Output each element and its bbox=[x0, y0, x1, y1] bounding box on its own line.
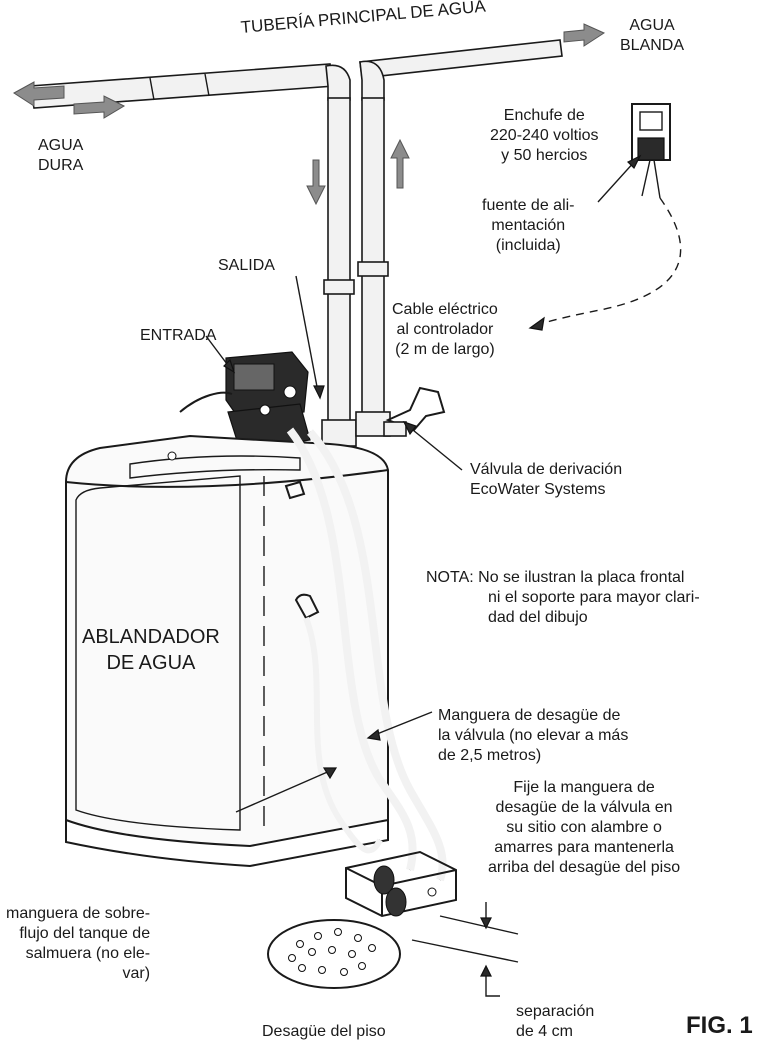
power-cable bbox=[533, 197, 682, 327]
down-flow-arrow bbox=[306, 159, 326, 206]
bypass-valve bbox=[383, 386, 446, 437]
leader-lines bbox=[205, 275, 463, 813]
power-supply-label: fuente de ali-mentación(incluida) bbox=[482, 197, 575, 254]
main-water-pipe bbox=[29, 39, 563, 109]
soft-water-arrow bbox=[563, 23, 606, 47]
hoses bbox=[286, 427, 447, 882]
floor-drain-label: Desagüe del piso bbox=[262, 1023, 386, 1040]
wall-outlet bbox=[631, 103, 671, 199]
inlet-label: ENTRADA bbox=[140, 327, 217, 344]
outlet-label: SALIDA bbox=[218, 257, 275, 274]
softener-tank bbox=[65, 434, 389, 868]
figure-label: FIG. 1 bbox=[686, 1012, 753, 1039]
overflow-fitting bbox=[294, 593, 320, 620]
note-label: NOTA: No se ilustran la placa frontal ni… bbox=[426, 569, 700, 626]
hose-support-block bbox=[345, 850, 457, 918]
up-flow-arrow bbox=[390, 138, 410, 189]
floor-drain bbox=[267, 919, 401, 989]
gap-indicator bbox=[411, 902, 519, 997]
hard-water-left-arrow bbox=[13, 81, 65, 107]
vertical-pipes bbox=[321, 97, 391, 447]
hard-water-in-arrow bbox=[73, 95, 126, 119]
